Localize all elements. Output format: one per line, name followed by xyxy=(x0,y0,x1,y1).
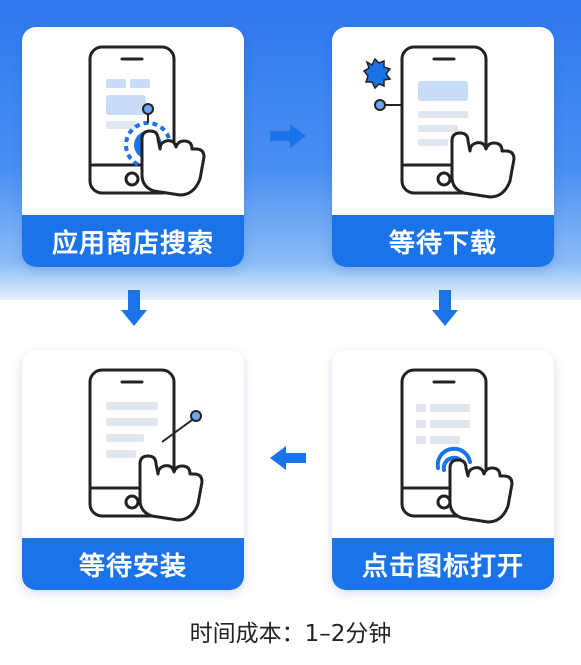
phone-tap-gear-icon xyxy=(88,45,206,197)
phone-install-icon xyxy=(88,368,204,522)
time-cost-caption: 时间成本：1–2分钟 xyxy=(189,621,392,647)
arrow-left-icon xyxy=(270,446,306,470)
step-card-wait-install: 等待安装 xyxy=(22,350,244,590)
step-card-wait-download: 等待下载 xyxy=(332,27,554,267)
step-label: 等待下载 xyxy=(332,215,554,267)
step-card-tap-icon-open: 点击图标打开 xyxy=(332,350,554,590)
step-label: 等待安装 xyxy=(22,538,244,590)
arrow-down-icon xyxy=(432,290,458,326)
arrow-right-icon xyxy=(270,124,306,148)
step-label: 点击图标打开 xyxy=(332,538,554,590)
step-label: 应用商店搜索 xyxy=(22,215,244,267)
step-card-app-store-search: 应用商店搜索 xyxy=(22,27,244,267)
arrow-down-icon xyxy=(121,290,147,326)
phone-download-icon xyxy=(362,45,516,199)
phone-tap-icon xyxy=(400,368,514,524)
